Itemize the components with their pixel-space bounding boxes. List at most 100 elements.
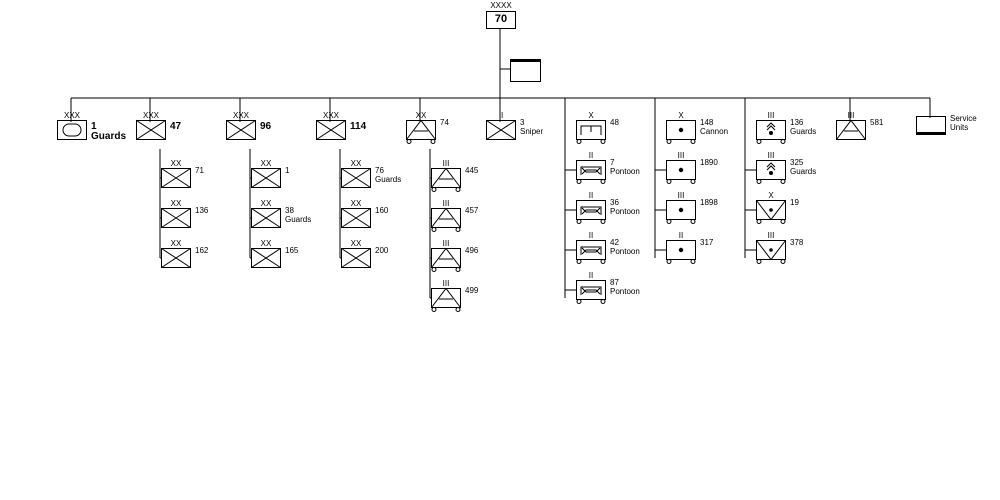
sub-unit-2-3: XX 162	[161, 240, 208, 268]
inf-unit-symbol	[161, 168, 191, 188]
inf-branch-mark	[486, 120, 516, 140]
unit-label: 96	[260, 121, 272, 132]
unit-label: 162	[195, 246, 209, 255]
inf-branch-mark	[316, 120, 346, 140]
echelon-marker: II	[588, 191, 594, 200]
at-branch-mark	[431, 287, 461, 308]
at-unit-symbol	[431, 167, 461, 188]
wheels-icon	[576, 139, 606, 144]
inf-unit-symbol	[161, 208, 191, 228]
unit-frame	[666, 240, 696, 260]
wheels-icon	[406, 139, 436, 144]
rocket-unit-symbol	[756, 160, 786, 180]
top-unit-11: Service Units	[916, 114, 977, 136]
unit-label: 499	[465, 286, 479, 295]
eng-branch-mark	[580, 125, 602, 135]
unit-frame	[756, 160, 786, 180]
wheels-icon	[666, 179, 696, 184]
inf-branch-mark	[341, 248, 371, 268]
unit-frame	[251, 208, 281, 228]
inf-unit-symbol	[341, 208, 371, 228]
top-unit-4: XXX 114	[316, 112, 366, 140]
unit-label: 3 Sniper	[520, 118, 544, 136]
echelon-marker: II	[498, 111, 504, 120]
top-unit-1: XXX 1 Guards	[57, 112, 126, 142]
echelon-marker: XX	[170, 199, 182, 208]
echelon-marker: XX	[350, 199, 362, 208]
sub-unit-4-2: XX 160	[341, 200, 388, 228]
echelon-marker: III	[677, 151, 685, 160]
echelon-marker: X	[588, 111, 594, 120]
inf-unit-symbol	[136, 120, 166, 140]
army-hq-symbol: XXXX 70	[486, 2, 516, 29]
at-unit-symbol	[431, 247, 461, 268]
wheels-icon	[666, 139, 696, 144]
wheels-icon	[756, 179, 786, 184]
wheels-icon	[576, 219, 606, 224]
echelon-marker: III	[767, 111, 775, 120]
at-branch-mark	[836, 119, 866, 140]
echelon-marker: XX	[350, 159, 362, 168]
wheels-icon	[666, 219, 696, 224]
unit-label: 1 Guards	[91, 121, 127, 142]
echelon-marker: II	[588, 151, 594, 160]
aa-branch-mark	[756, 240, 786, 261]
echelon-marker: XX	[350, 239, 362, 248]
echelon-marker: XX	[260, 239, 272, 248]
echelon-marker: XX	[170, 239, 182, 248]
echelon-marker: III	[442, 279, 450, 288]
unit-frame	[486, 120, 516, 140]
unit-label: 76 Guards	[375, 166, 402, 184]
unit-label: 87 Pontoon	[610, 278, 640, 296]
echelon-marker: III	[847, 111, 855, 120]
unit-frame	[406, 120, 436, 140]
unit-label: 160	[375, 206, 389, 215]
unit-frame	[916, 116, 946, 133]
unit-label: 74	[440, 118, 449, 127]
unit-frame	[341, 168, 371, 188]
unit-label: 36 Pontoon	[610, 198, 640, 216]
unit-label: 1	[285, 166, 290, 175]
unit-label: 38 Guards	[285, 206, 312, 224]
wheels-icon	[666, 259, 696, 264]
echelon-marker: III	[767, 231, 775, 240]
unit-frame	[576, 240, 606, 260]
unit-frame	[161, 208, 191, 228]
unit-frame	[161, 168, 191, 188]
wheels-icon	[431, 187, 461, 192]
unit-label: 71	[195, 166, 204, 175]
echelon-marker: XXX	[63, 111, 80, 120]
armor-unit-symbol	[57, 120, 87, 140]
unit-frame	[576, 200, 606, 220]
wheels-icon	[576, 299, 606, 304]
echelon-marker: X	[678, 111, 684, 120]
hq-box	[510, 59, 541, 82]
sub-unit-5-4: III 499	[431, 280, 478, 312]
unit-frame	[756, 120, 786, 140]
arty-branch-mark	[678, 247, 684, 253]
echelon-marker: III	[767, 151, 775, 160]
at-unit-symbol	[836, 119, 866, 140]
unit-label: Service Units	[950, 114, 977, 132]
svc-unit-symbol	[916, 116, 946, 135]
at-branch-mark	[431, 167, 461, 188]
unit-label: 114	[350, 121, 367, 132]
unit-frame	[57, 120, 87, 140]
inf-branch-mark	[226, 120, 256, 140]
unit-frame	[666, 120, 696, 140]
echelon-marker: III	[442, 239, 450, 248]
echelon-marker: XXX	[322, 111, 339, 120]
wheels-icon	[576, 259, 606, 264]
unit-frame	[161, 248, 191, 268]
bridge-unit-symbol	[576, 200, 606, 220]
bridge-branch-mark	[580, 206, 602, 215]
inf-branch-mark	[251, 208, 281, 228]
